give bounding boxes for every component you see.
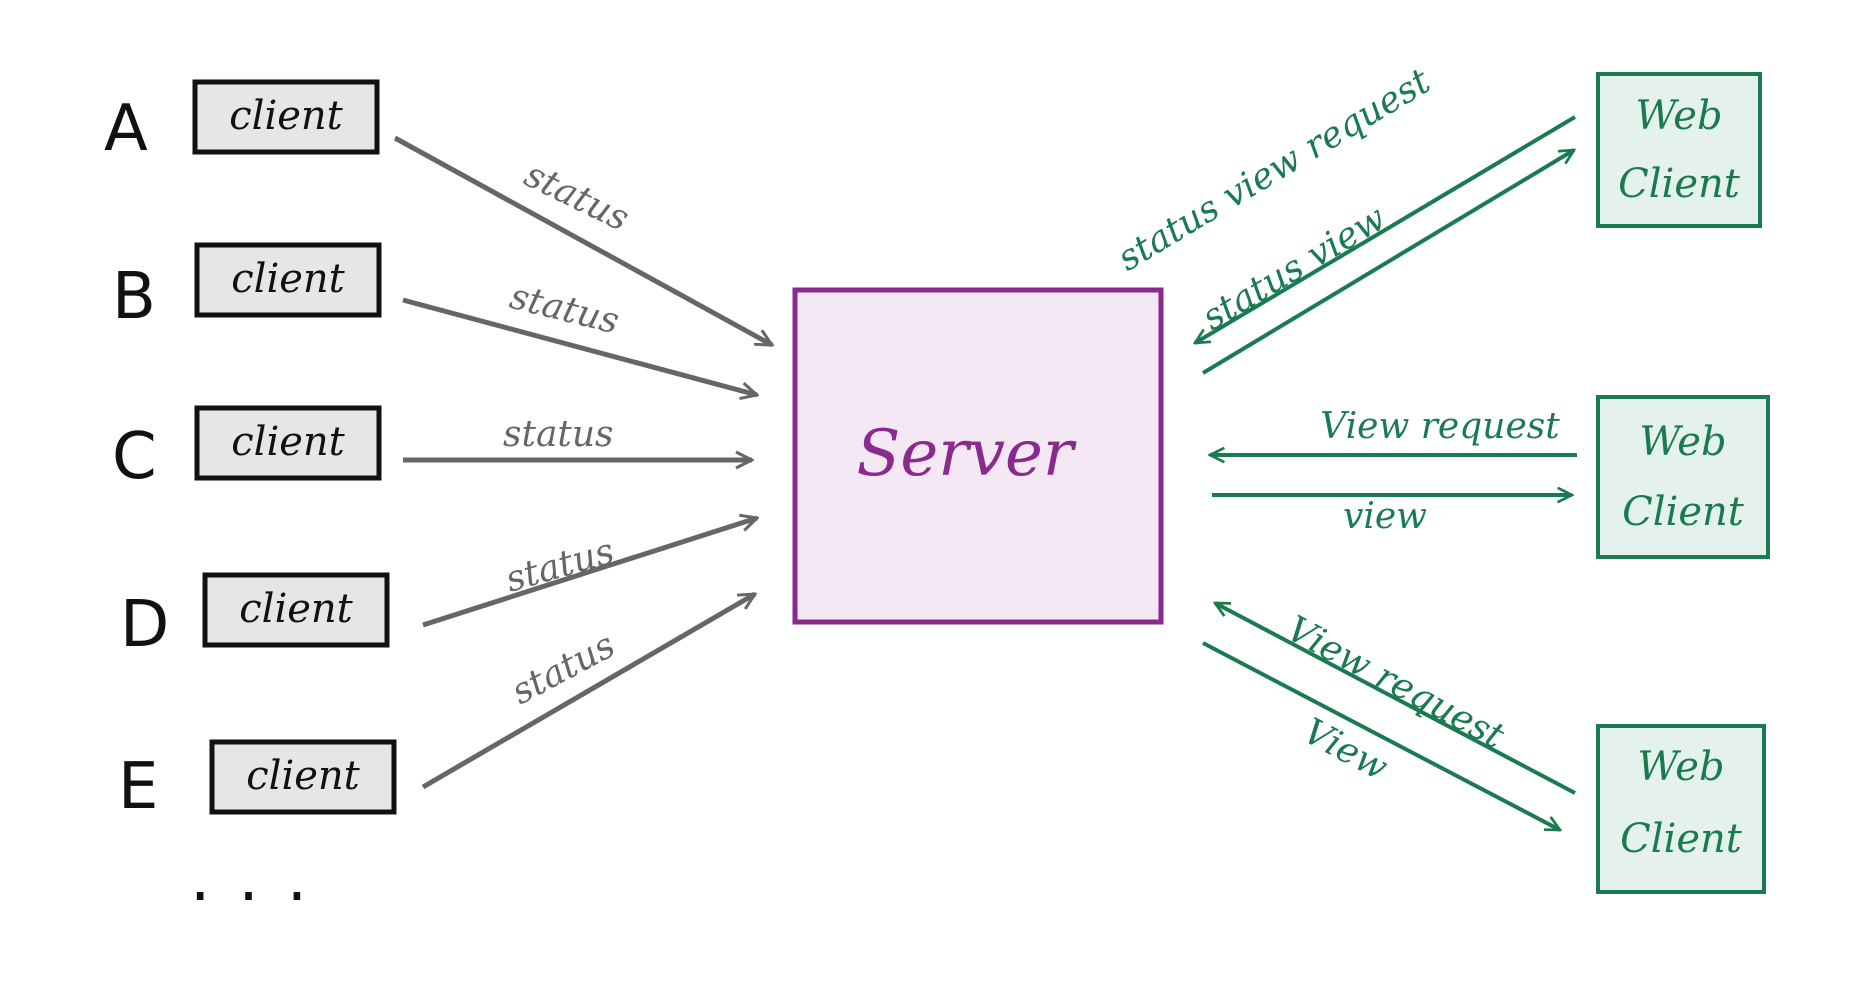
web-client-label-line2: Client <box>1620 816 1743 862</box>
request-arrow-1 <box>1195 115 1577 345</box>
client-letter-c: C <box>112 420 157 494</box>
status-arrow-d <box>422 518 757 628</box>
request-label-1: status view request <box>1111 61 1438 280</box>
server-box: Server <box>792 287 1164 625</box>
client-letter-a: A <box>104 92 148 166</box>
status-label-a: status <box>518 154 635 239</box>
request-label-2: View request <box>1320 406 1560 447</box>
response-label-3: View <box>1296 711 1394 789</box>
server-label: Server <box>857 417 1077 491</box>
web-client-box-2: Web Client <box>1596 395 1770 559</box>
client-box-label: client <box>231 419 345 465</box>
client-box-c: client <box>194 405 382 481</box>
request-arrow-3 <box>1215 601 1576 795</box>
client-box-b: client <box>194 242 382 318</box>
status-label-d: status <box>501 531 619 601</box>
status-arrows <box>393 135 772 790</box>
response-arrow-1 <box>1201 148 1574 375</box>
web-client-label-line2: Client <box>1618 161 1741 207</box>
web-client-box-1: Web Client <box>1596 72 1762 228</box>
ellipsis: ... <box>190 842 335 916</box>
client-box-e: client <box>209 739 397 815</box>
response-label-2: view <box>1343 496 1427 537</box>
client-box-label: client <box>246 753 360 799</box>
status-arrow-e <box>421 591 755 790</box>
web-client-label-line1: Web <box>1639 419 1726 465</box>
client-letters: A B C D E <box>104 92 169 824</box>
client-box-a: client <box>192 79 380 155</box>
response-arrow-3 <box>1202 641 1560 832</box>
status-label-e: status <box>505 625 622 713</box>
client-box-label: client <box>239 586 353 632</box>
web-arrow-labels: status view request status view View req… <box>1111 61 1560 789</box>
status-label-c: status <box>503 414 614 455</box>
client-box-d: client <box>202 572 390 648</box>
web-client-box-3: Web Client <box>1596 724 1766 894</box>
web-client-boxes: Web Client Web Client Web Client <box>1596 72 1770 894</box>
web-arrows <box>1195 115 1577 832</box>
status-arrow-a <box>393 135 772 348</box>
client-letter-d: D <box>120 588 169 662</box>
web-client-label-line1: Web <box>1635 93 1722 139</box>
status-arrow-b <box>402 297 757 395</box>
client-letter-e: E <box>118 750 158 824</box>
client-box-label: client <box>231 256 345 302</box>
status-labels: status status status status status <box>501 154 635 713</box>
web-client-label-line2: Client <box>1622 489 1745 535</box>
client-letter-b: B <box>112 260 156 334</box>
web-client-label-line1: Web <box>1637 744 1724 790</box>
client-boxes: client client client client client <box>192 79 397 815</box>
client-box-label: client <box>229 93 343 139</box>
